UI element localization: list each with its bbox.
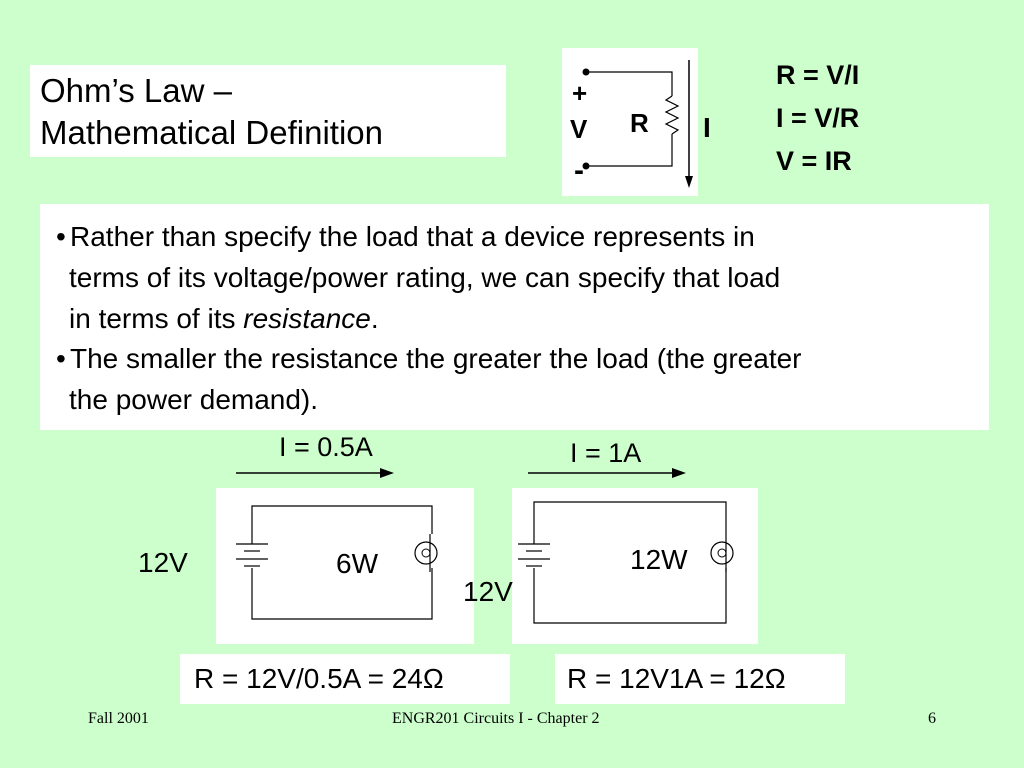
voltage-label: V bbox=[570, 114, 588, 144]
left-circuit-svg bbox=[236, 505, 438, 620]
left-battery-icon bbox=[236, 543, 268, 567]
right-lamp-icon bbox=[710, 534, 734, 572]
formula-resistance: R = V/I bbox=[776, 60, 860, 90]
slide-title-line-2: Mathematical Definition bbox=[40, 114, 383, 151]
right-circuit-box: 12W bbox=[512, 488, 758, 644]
right-power-label: 12W bbox=[630, 544, 688, 575]
bullet-1-period: . bbox=[370, 303, 379, 334]
right-resistance-result: R = 12V1A = 12Ω bbox=[555, 654, 845, 704]
formula-current: I = V/R bbox=[776, 103, 860, 133]
left-current-arrow bbox=[236, 468, 394, 478]
left-circuit-box: 6W bbox=[216, 488, 474, 644]
left-voltage-label: 12V bbox=[138, 547, 188, 578]
current-arrow-head bbox=[685, 176, 693, 188]
right-wire-top bbox=[533, 501, 727, 544]
page-number: 6 bbox=[928, 710, 936, 727]
left-wire-top bbox=[251, 505, 433, 544]
left-resistance-result: R = 12V/0.5A = 24Ω bbox=[180, 654, 510, 704]
resistor-circuit-svg bbox=[582, 60, 693, 188]
footer-course: ENGR201 Circuits I - Chapter 2 bbox=[392, 710, 600, 727]
bullet-2-line-2: the power demand). bbox=[69, 384, 319, 415]
right-current-label: I = 1A bbox=[570, 438, 642, 468]
right-wire-bottom bbox=[533, 568, 727, 624]
formula-voltage: V = IR bbox=[776, 146, 852, 176]
left-power-label: 6W bbox=[336, 548, 378, 579]
footer-date: Fall 2001 bbox=[88, 710, 149, 727]
left-current-label: I = 0.5A bbox=[279, 432, 373, 462]
right-current-arrow bbox=[528, 468, 686, 478]
resistor-zigzag bbox=[664, 95, 680, 135]
wire-bottom bbox=[586, 134, 673, 167]
bullet-2-line-1: The smaller the resistance the greater t… bbox=[70, 343, 802, 374]
bullet-dot-1: • bbox=[56, 221, 66, 252]
resistor-circuit-diagram: + V - R bbox=[562, 48, 698, 196]
right-battery-icon bbox=[518, 543, 550, 567]
bullet-1-emphasis: resistance bbox=[243, 303, 371, 334]
title-box: Ohm’s Law – Mathematical Definition bbox=[30, 65, 506, 157]
right-circuit-svg bbox=[518, 501, 734, 624]
minus-sign: - bbox=[574, 154, 584, 187]
left-lamp-icon bbox=[414, 534, 438, 572]
resistor-label: R bbox=[630, 108, 649, 138]
slide-title-line-1: Ohm’s Law – bbox=[40, 72, 232, 109]
wire-top bbox=[586, 71, 673, 96]
bullet-1-line-3: in terms of its resistance. bbox=[69, 303, 379, 335]
left-wire-bottom bbox=[251, 568, 433, 620]
bullet-box: • Rather than specify the load that a de… bbox=[40, 204, 989, 430]
bullet-dot-2: • bbox=[56, 343, 66, 374]
bullet-1-line-3-text: in terms of its bbox=[69, 303, 244, 334]
bullet-1-line-1: Rather than specify the load that a devi… bbox=[70, 221, 755, 252]
right-voltage-label: 12V bbox=[463, 576, 513, 607]
current-label: I bbox=[703, 112, 711, 143]
bullet-1-line-2: terms of its voltage/power rating, we ca… bbox=[69, 262, 781, 293]
plus-sign: + bbox=[572, 78, 588, 108]
